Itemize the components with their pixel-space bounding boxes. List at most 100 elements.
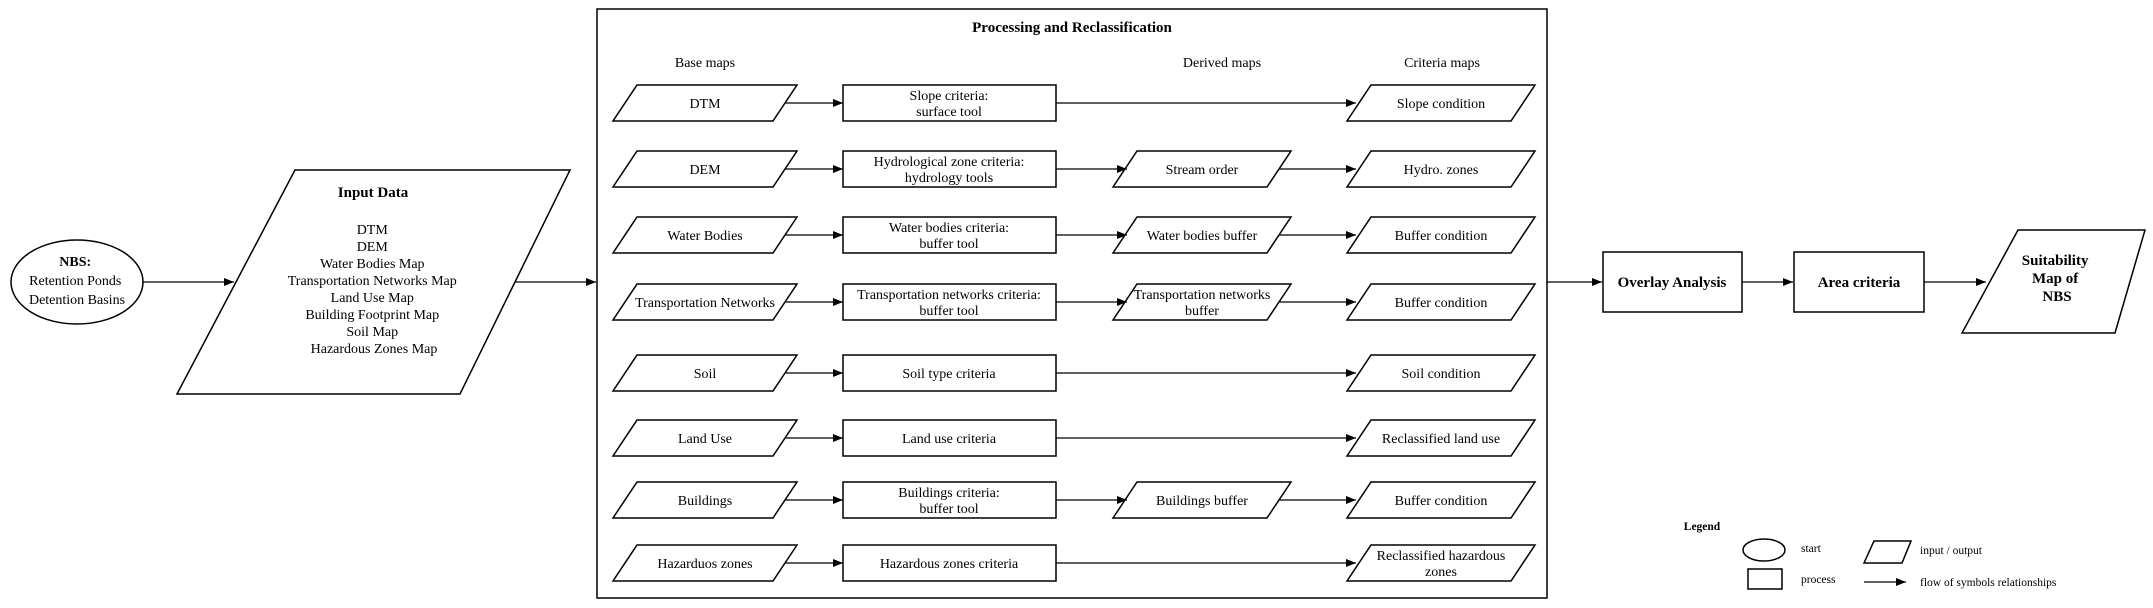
process-label: Land use criteria (902, 432, 997, 447)
processing-row: Buildings Buildings criteria:buffer tool B… (611, 481, 1537, 519)
criteria-map-label-line: Buffer condition (1395, 494, 1488, 509)
input-item: Building Footprint Map (305, 308, 439, 323)
derived-map-label: Water bodies buffer (1147, 229, 1258, 244)
criteria-map-node (1345, 283, 1537, 321)
process-label-line: hydrology tools (905, 171, 993, 186)
criteria-map-label: Buffer condition (1395, 494, 1488, 509)
process-label-line: Buildings criteria: (898, 486, 999, 501)
area-criteria-label: Area criteria (1818, 275, 1901, 291)
criteria-map-node (1345, 481, 1537, 519)
criteria-map-label: Soil condition (1402, 367, 1481, 382)
derived-map-label-line: Water bodies buffer (1147, 229, 1258, 244)
processing-row: Land Use Land use criteria Reclassified la… (611, 419, 1537, 457)
base-map-node (611, 283, 799, 321)
input-item: Hazardous Zones Map (311, 342, 438, 357)
criteria-map-node (1345, 354, 1537, 392)
base-map-label: Land Use (678, 432, 732, 447)
process-node (842, 354, 1057, 392)
base-map-label-line: Buildings (678, 494, 732, 509)
process-label-line: Land use criteria (902, 432, 997, 447)
input-data-list: DTM DEM Water Bodies Map Transportation … (288, 223, 461, 357)
legend-title: Legend (1684, 521, 1721, 533)
process-node (842, 481, 1057, 519)
criteria-map-label-line: Soil condition (1402, 367, 1481, 382)
process-label-line: Slope criteria: (910, 89, 989, 104)
base-map-node (611, 354, 799, 392)
processing-row: Water Bodies Water bodies criteria:buffer… (611, 216, 1537, 254)
process-label: Transportation networks criteria:buffer … (857, 288, 1041, 319)
base-map-label-line: Hazarduos zones (657, 557, 752, 572)
criteria-map-label-line: Reclassified land use (1382, 432, 1500, 447)
derived-map-label-line: buffer (1185, 304, 1219, 319)
base-map-label: Water Bodies (667, 229, 742, 244)
processing-row: Transportation Networks Transportation ne… (611, 283, 1537, 321)
base-map-label: Hazarduos zones (657, 557, 752, 572)
base-map-label-line: Water Bodies (667, 229, 742, 244)
header-criteria-maps: Criteria maps (1404, 56, 1480, 71)
input-item: Water Bodies Map (320, 257, 425, 272)
base-map-node (611, 481, 799, 519)
input-data-node: Input Data DTM DEM Water Bodies Map Tran… (175, 169, 572, 395)
legend-io-symbol (1862, 540, 1913, 564)
legend-process-label: process (1801, 574, 1836, 586)
criteria-map-node (1345, 419, 1537, 457)
area-criteria-node: Area criteria (1793, 251, 1925, 313)
suitability-map-node: Suitability Map of NBS (1960, 229, 2146, 334)
input-item: DTM (357, 223, 389, 238)
input-item: Soil Map (346, 325, 398, 340)
start-line: Detention Basins (29, 293, 125, 308)
header-derived-maps: Derived maps (1183, 56, 1261, 71)
start-label: NBS: Retention Ponds Detention Basins (29, 255, 125, 308)
base-map-label: DTM (689, 97, 721, 112)
criteria-map-label: Reclassified land use (1382, 432, 1500, 447)
base-map-node (611, 419, 799, 457)
legend-start-symbol (1742, 538, 1786, 562)
process-label-line: buffer tool (919, 502, 978, 517)
suitability-map-label: Suitability Map of NBS (2022, 253, 2092, 305)
processing-row: Soil Soil type criteria Soil condition (611, 354, 1537, 392)
process-label: Soil type criteria (902, 367, 996, 382)
start-node: NBS: Retention Ponds Detention Basins (10, 239, 144, 325)
legend-io-label: input / output (1920, 545, 1983, 557)
legend-flow-label: flow of symbols relationships (1920, 577, 2057, 589)
input-data-title: Input Data (338, 185, 409, 201)
base-map-label-line: DEM (689, 163, 721, 178)
base-map-node (611, 544, 799, 582)
criteria-map-node (1345, 544, 1537, 582)
criteria-map-label: Buffer condition (1395, 296, 1488, 311)
legend-process-symbol (1747, 568, 1783, 590)
derived-map-label-line: Transportation networks (1134, 288, 1271, 303)
criteria-map-label-line: Buffer condition (1395, 296, 1488, 311)
input-item: Transportation Networks Map (288, 274, 457, 289)
process-label-line: buffer tool (919, 237, 978, 252)
process-label-line: Hazardous zones criteria (880, 557, 1019, 572)
process-label: Slope criteria:surface tool (910, 89, 989, 120)
output-line: NBS (2042, 289, 2071, 305)
processing-row: Hazarduos zones Hazardous zones criteria R… (611, 544, 1537, 582)
criteria-map-label: Buffer condition (1395, 229, 1488, 244)
derived-map-node (1111, 283, 1293, 321)
criteria-map-label-line: Buffer condition (1395, 229, 1488, 244)
legend-start-label: start (1801, 543, 1822, 555)
process-label-line: Soil type criteria (902, 367, 996, 382)
input-item: DEM (357, 240, 389, 255)
base-map-label: Transportation Networks (635, 296, 775, 311)
derived-map-label-line: Stream order (1166, 163, 1239, 178)
header-base-maps: Base maps (675, 56, 735, 71)
base-map-label-line: DTM (689, 97, 721, 112)
base-map-node (611, 216, 799, 254)
process-label: Hydrological zone criteria:hydrology too… (874, 155, 1025, 186)
derived-map-node (1111, 150, 1293, 188)
process-node (842, 150, 1057, 188)
derived-map-node (1111, 216, 1293, 254)
legend: Legend start process input / output flow… (1684, 521, 2057, 590)
base-map-label: Soil (694, 367, 717, 382)
process-label: Water bodies criteria:buffer tool (889, 221, 1009, 252)
overlay-analysis-label: Overlay Analysis (1618, 275, 1727, 291)
base-map-node (611, 150, 799, 188)
criteria-map-label: Hydro. zones (1404, 163, 1479, 178)
